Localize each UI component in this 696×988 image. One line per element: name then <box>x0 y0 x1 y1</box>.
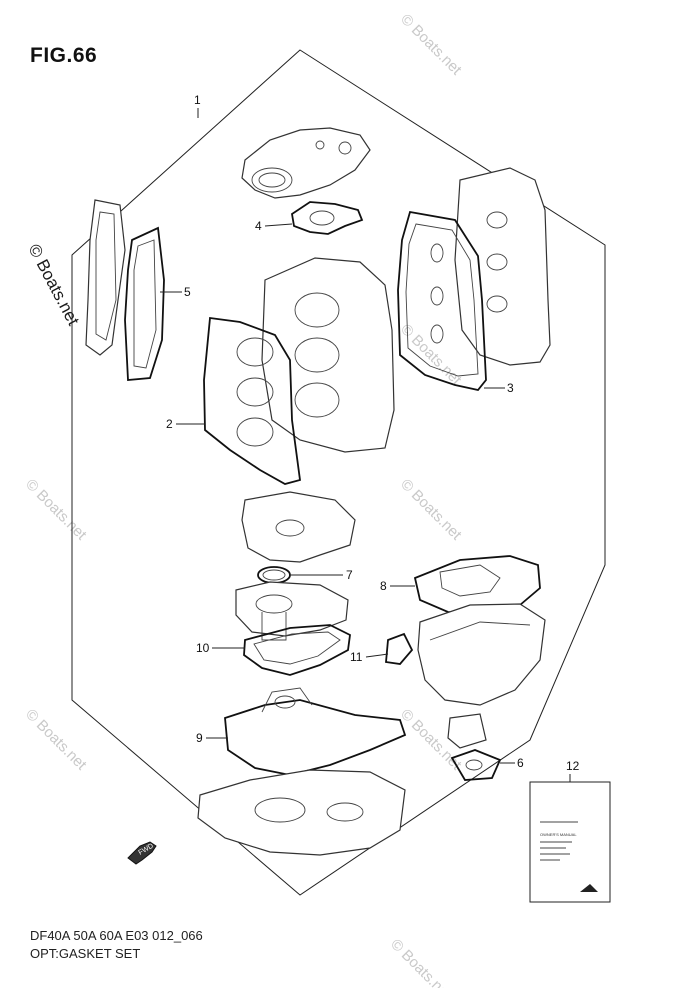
forward-arrow-icon: FWD <box>127 841 157 865</box>
water-pump-part <box>447 713 487 749</box>
callout-10[interactable]: 10 <box>196 641 245 655</box>
watermark: © Boats.net <box>24 241 83 329</box>
engine-holder <box>235 581 349 641</box>
callout-8[interactable]: 8 <box>380 579 415 593</box>
lower-housing <box>197 769 406 856</box>
watermark: © Boats.net <box>22 706 90 774</box>
callout-1[interactable]: 1 <box>194 93 201 118</box>
callout-4[interactable]: 4 <box>255 219 293 233</box>
intake-gasket <box>124 226 165 381</box>
svg-text:3: 3 <box>507 381 514 395</box>
cylinder-head-cover <box>454 167 551 366</box>
svg-text:4: 4 <box>255 219 262 233</box>
thermostat-gasket <box>291 201 364 235</box>
svg-text:11: 11 <box>350 650 363 664</box>
o-ring <box>257 566 291 584</box>
svg-text:OWNER'S MANUAL: OWNER'S MANUAL <box>540 832 577 837</box>
mount-gasket <box>413 555 541 616</box>
svg-text:9: 9 <box>196 731 203 745</box>
water-pump-gasket <box>450 749 502 781</box>
svg-text:7: 7 <box>346 568 353 582</box>
svg-text:5: 5 <box>184 285 191 299</box>
callout-6[interactable]: 6 <box>500 756 524 770</box>
exhaust-cover-gasket <box>85 199 126 356</box>
watermark: © Boats.net <box>397 476 465 544</box>
owners-manual: OWNER'S MANUAL <box>529 781 611 903</box>
cylinder-block <box>261 257 395 453</box>
oil-pan-gasket <box>243 624 351 676</box>
watermark: © Boats.net <box>387 936 455 988</box>
callout-3[interactable]: 3 <box>484 381 514 395</box>
head-cover-gasket <box>397 210 487 391</box>
svg-text:2: 2 <box>166 417 173 431</box>
watermark: © Boats.net <box>397 11 465 79</box>
callout-2[interactable]: 2 <box>166 417 205 431</box>
small-plate-gasket <box>385 632 414 665</box>
svg-text:8: 8 <box>380 579 387 593</box>
callout-9[interactable]: 9 <box>196 731 228 745</box>
svg-text:1: 1 <box>194 93 201 107</box>
callout-5[interactable]: 5 <box>160 285 191 299</box>
upper-cover-part <box>241 127 371 199</box>
watermark: © Boats.net <box>22 476 90 544</box>
svg-text:6: 6 <box>517 756 524 770</box>
exhaust-manifold-gasket <box>224 687 407 776</box>
footer-caption: OPT:GASKET SET <box>30 946 141 961</box>
crankcase-part <box>241 491 356 563</box>
callout-11[interactable]: 11 <box>350 650 389 664</box>
gasket-set-boundary <box>71 49 606 896</box>
oil-pan <box>417 603 546 706</box>
callout-7[interactable]: 7 <box>290 568 353 582</box>
svg-text:10: 10 <box>196 641 210 655</box>
cylinder-head-gasket <box>203 316 301 485</box>
callout-12[interactable]: 12 <box>566 759 580 782</box>
figure-title: FIG.66 <box>30 44 98 67</box>
footer-model: DF40A 50A 60A E03 012_066 <box>30 928 203 943</box>
svg-text:12: 12 <box>566 759 580 773</box>
